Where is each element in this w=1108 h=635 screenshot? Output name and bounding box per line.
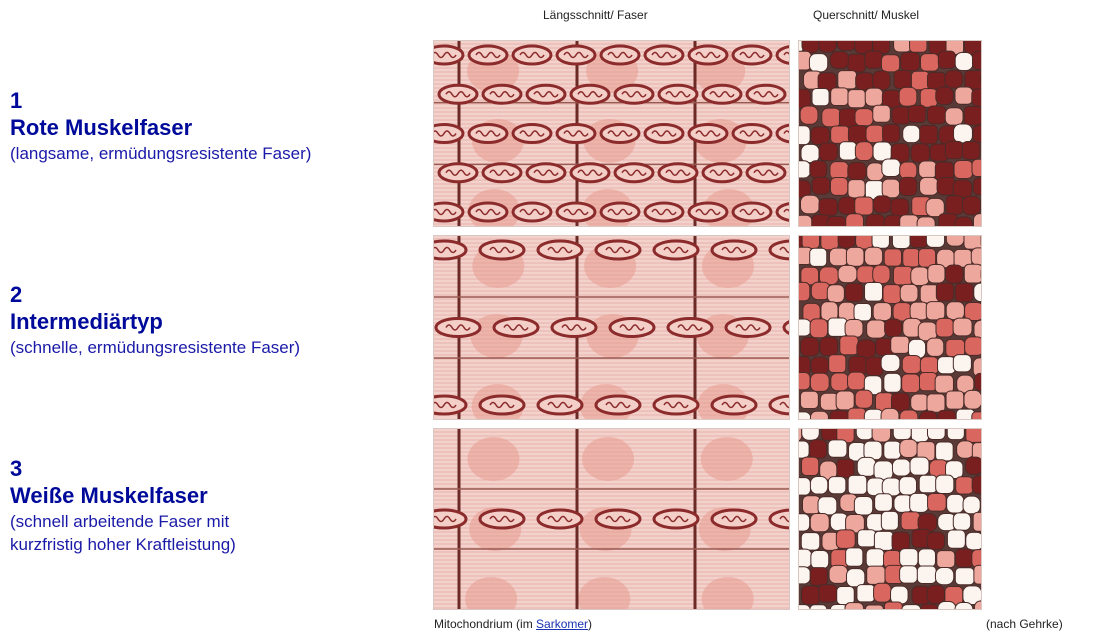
row-label-white-fiber: 3 Weiße Muskelfaser (schnell arbeitende … — [10, 456, 236, 556]
caption-prefix: Mitochondrium (im — [434, 617, 536, 631]
longitudinal-section-white — [433, 428, 790, 610]
caption-source: (nach Gehrke) — [986, 617, 1063, 631]
longitudinal-section-red — [433, 40, 790, 227]
cross-section-intermediate — [798, 235, 982, 420]
row-description: (langsame, ermüdungsresistente Faser) — [10, 142, 311, 165]
caption-mitochondrion: Mitochondrium (im Sarkomer) — [434, 617, 592, 631]
header-longitudinal: Längsschnitt/ Faser — [543, 8, 648, 22]
row-description: (schnelle, ermüdungsresistente Faser) — [10, 336, 300, 359]
sarkomer-link[interactable]: Sarkomer — [536, 617, 588, 631]
row-label-red-fiber: 1 Rote Muskelfaser (langsame, ermüdungsr… — [10, 88, 311, 165]
row-number: 1 — [10, 88, 311, 114]
row-label-intermediate: 2 Intermediärtyp (schnelle, ermüdungsres… — [10, 282, 300, 359]
longitudinal-section-intermediate — [433, 235, 790, 420]
row-number: 3 — [10, 456, 236, 482]
row-title: Intermediärtyp — [10, 308, 300, 336]
row-number: 2 — [10, 282, 300, 308]
row-title: Rote Muskelfaser — [10, 114, 311, 142]
row-description: (schnell arbeitende Faser mit — [10, 510, 236, 533]
row-title: Weiße Muskelfaser — [10, 482, 236, 510]
cross-section-white — [798, 428, 982, 610]
row-description: kurzfristig hoher Kraftleistung) — [10, 533, 236, 556]
cross-section-red — [798, 40, 982, 227]
header-cross-section: Querschnitt/ Muskel — [813, 8, 919, 22]
caption-suffix: ) — [588, 617, 592, 631]
